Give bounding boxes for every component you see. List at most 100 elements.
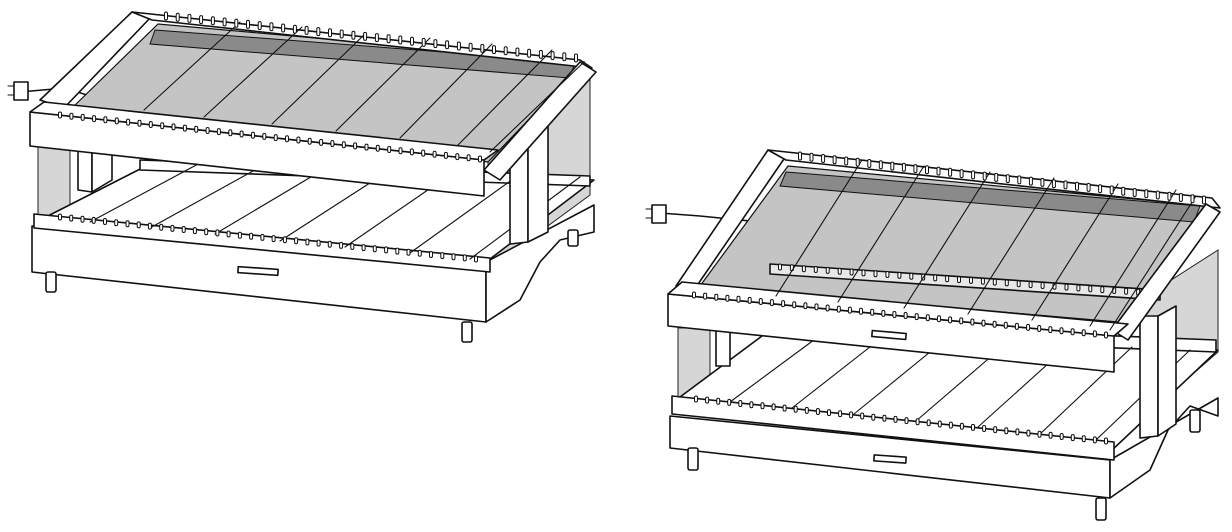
rail-tooth xyxy=(760,402,765,410)
rail-tooth xyxy=(1178,193,1183,202)
rail-tooth xyxy=(749,401,754,409)
rail-tooth xyxy=(1092,330,1097,338)
rail-tooth xyxy=(480,43,485,53)
rail-tooth xyxy=(897,271,902,279)
rail-tooth xyxy=(574,53,578,63)
rail-tooth xyxy=(375,144,380,152)
rail-tooth xyxy=(171,123,176,131)
top-back-rail-teeth xyxy=(164,11,578,63)
rail-tooth xyxy=(478,155,482,163)
rail-tooth xyxy=(319,138,324,146)
rail-tooth xyxy=(815,408,820,415)
rail-tooth xyxy=(982,425,987,432)
rail-tooth xyxy=(339,29,344,39)
rail-tooth xyxy=(813,266,818,273)
rail-tooth xyxy=(398,147,403,155)
leg-front-right xyxy=(461,321,473,343)
rail-tooth xyxy=(971,170,976,180)
rail-tooth xyxy=(305,238,310,246)
rail-tooth xyxy=(992,320,997,328)
rail-tooth xyxy=(361,244,366,252)
rail-tooth xyxy=(1005,174,1010,184)
rail-tooth xyxy=(440,252,445,260)
rail-tooth xyxy=(832,155,837,165)
rail-tooth xyxy=(771,403,776,411)
rail-tooth xyxy=(904,417,909,425)
bottom-front-rail-teeth xyxy=(694,395,1108,445)
rail-tooth xyxy=(1124,287,1129,295)
rail-tooth xyxy=(103,116,108,124)
rail-tooth xyxy=(451,253,456,261)
rail-tooth xyxy=(994,172,999,182)
rail-tooth xyxy=(296,136,301,144)
rail-tooth xyxy=(892,311,897,318)
rail-tooth xyxy=(971,423,975,431)
rail-tooth xyxy=(692,291,696,299)
rail-tooth xyxy=(1037,430,1042,438)
rail-tooth xyxy=(945,275,950,283)
rail-tooth xyxy=(285,135,289,143)
rail-tooth xyxy=(269,22,274,32)
rail-tooth xyxy=(384,246,389,254)
rail-tooth xyxy=(703,292,708,300)
top-right-frame xyxy=(1111,203,1221,341)
rail-tooth xyxy=(959,169,964,179)
rail-tooth xyxy=(80,215,85,223)
rail-tooth xyxy=(204,228,209,236)
rail-tooth xyxy=(814,303,819,311)
rail-tooth xyxy=(727,398,732,406)
rail-tooth xyxy=(1104,437,1108,445)
rail-tooth xyxy=(925,165,929,175)
rail-tooth xyxy=(455,153,460,161)
rail-tooth xyxy=(226,230,231,238)
rail-tooth xyxy=(147,222,152,230)
rail-tooth xyxy=(1051,179,1056,189)
leg-front-right xyxy=(1095,497,1107,521)
rail-tooth xyxy=(825,304,830,312)
rail-tooth xyxy=(798,151,802,161)
rail-tooth xyxy=(870,308,875,316)
rail-tooth xyxy=(849,268,854,276)
rail-tooth xyxy=(914,313,919,321)
rail-tooth xyxy=(374,33,379,43)
rail-tooth xyxy=(1040,282,1045,289)
leg-back-right xyxy=(567,229,579,247)
rail-tooth xyxy=(257,21,262,31)
rail-tooth xyxy=(503,46,508,56)
bottom-handle-slot xyxy=(873,454,907,464)
rail-tooth xyxy=(282,236,287,244)
rail-tooth xyxy=(925,314,930,322)
rail-tooth xyxy=(1059,327,1064,335)
bottom-front-rail xyxy=(671,395,1115,461)
rail-tooth xyxy=(893,415,898,423)
rail-tooth xyxy=(736,295,741,303)
rail-tooth xyxy=(429,251,433,258)
top-front-rail-teeth xyxy=(58,111,482,163)
rail-tooth xyxy=(1075,181,1079,191)
rail-tooth xyxy=(260,233,265,241)
rail-tooth xyxy=(364,143,369,151)
rail-tooth xyxy=(1015,428,1020,436)
rail-tooth xyxy=(871,413,876,421)
rail-tooth xyxy=(1088,285,1093,293)
rail-tooth xyxy=(1132,188,1137,197)
heated-shelf-unit-left xyxy=(7,11,597,343)
rail-tooth xyxy=(69,112,74,120)
rail-tooth xyxy=(1003,321,1008,329)
rail-tooth xyxy=(1086,182,1091,192)
rail-tooth xyxy=(714,293,719,301)
rail-tooth xyxy=(271,235,276,243)
rail-tooth xyxy=(867,159,872,168)
rail-tooth xyxy=(948,316,953,324)
rail-tooth xyxy=(136,221,141,229)
rail-tooth xyxy=(933,274,938,282)
rail-tooth xyxy=(353,142,358,150)
bottom-front-rail-teeth xyxy=(58,213,478,263)
rail-tooth xyxy=(937,315,941,323)
rail-tooth xyxy=(993,426,998,434)
rail-tooth xyxy=(878,160,883,170)
rail-tooth xyxy=(181,226,186,233)
rail-tooth xyxy=(148,121,153,128)
rail-tooth xyxy=(937,420,942,428)
